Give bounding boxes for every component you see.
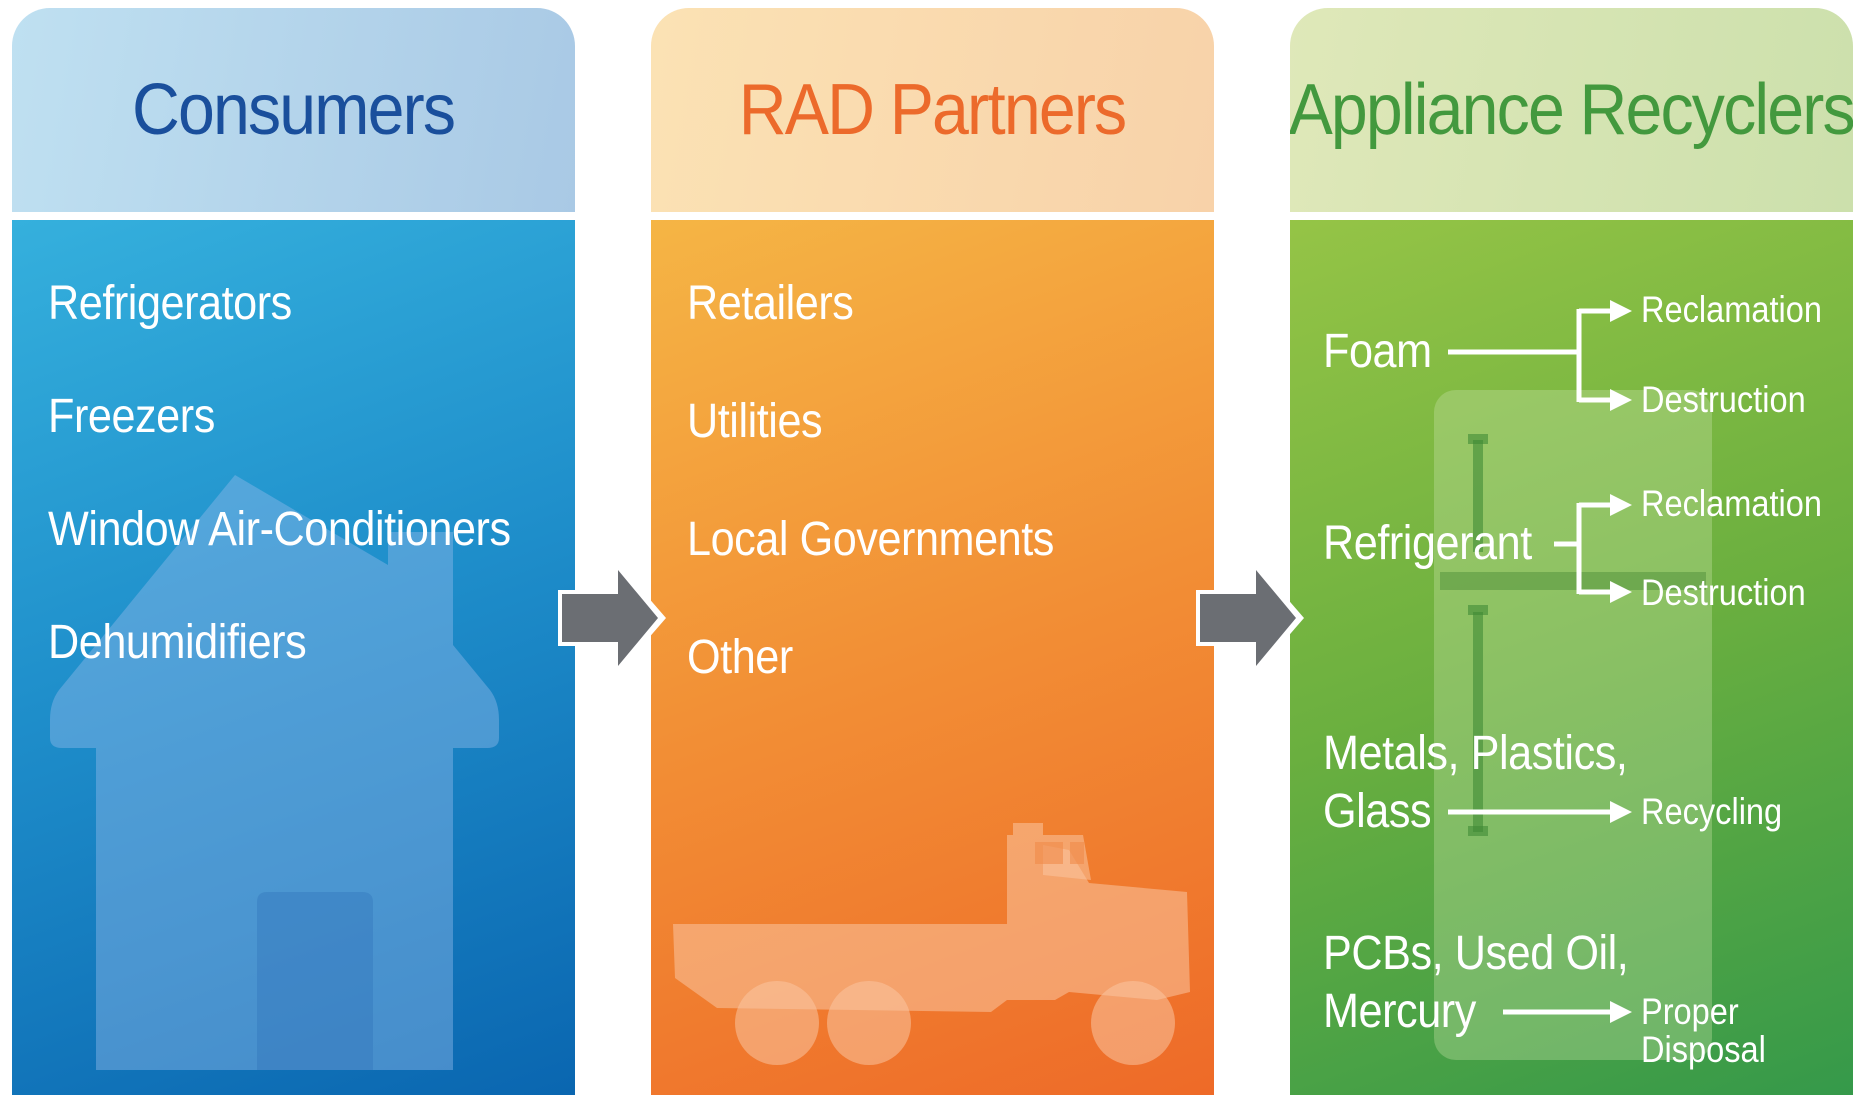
rad-partners-header: RAD Partners — [651, 8, 1214, 212]
header-divider — [651, 212, 1214, 220]
list-item: Utilities — [687, 395, 823, 448]
list-item: Dehumidifiers — [48, 616, 307, 669]
consumers-column: Consumers Refrigerators Freezers Window … — [12, 8, 575, 1095]
header-divider — [12, 212, 575, 220]
list-item: Local Governments — [687, 513, 1054, 566]
flow-arrow-icon — [1196, 558, 1304, 678]
truck-icon — [673, 823, 1190, 1065]
material-pcbs-line: Mercury — [1323, 985, 1476, 1038]
material-metals-line: Metals, Plastics, — [1323, 727, 1628, 780]
flow-arrow-icon — [558, 558, 666, 678]
outcome-label: Destruction — [1641, 379, 1806, 420]
consumers-body: Refrigerators Freezers Window Air-Condit… — [12, 220, 575, 1095]
material-foam: Foam — [1323, 325, 1432, 378]
material-metals-line: Glass — [1323, 785, 1432, 838]
rad-partners-column: RAD Partners Retailers Utilities Local G… — [651, 8, 1214, 1095]
outcome-label: Reclamation — [1641, 289, 1822, 330]
outcome-label: Disposal — [1641, 1029, 1766, 1070]
appliance-recyclers-title: Appliance Recyclers — [1290, 70, 1853, 150]
list-item: Freezers — [48, 390, 215, 443]
outcome-label: Proper — [1641, 991, 1739, 1032]
material-pcbs-line: PCBs, Used Oil, — [1323, 927, 1629, 980]
appliance-recyclers-column: Appliance Recyclers — [1290, 8, 1853, 1095]
consumers-title: Consumers — [132, 70, 456, 150]
refrigerator-icon — [1434, 390, 1712, 1060]
list-item: Window Air-Conditioners — [48, 503, 511, 556]
rad-partners-body: Retailers Utilities Local Governments Ot… — [651, 220, 1214, 1095]
outcome-label: Reclamation — [1641, 483, 1822, 524]
flow-arrows — [1448, 300, 1632, 1023]
header-divider — [1290, 212, 1853, 220]
outcome-label: Destruction — [1641, 572, 1806, 613]
appliance-recyclers-body: Foam Reclamation Destruction Refrigerant… — [1290, 220, 1853, 1095]
list-item: Retailers — [687, 277, 854, 330]
material-refrigerant: Refrigerant — [1323, 517, 1532, 570]
appliance-recyclers-header: Appliance Recyclers — [1290, 8, 1853, 212]
consumers-header: Consumers — [12, 8, 575, 212]
list-item: Refrigerators — [48, 277, 292, 330]
house-icon — [50, 475, 499, 1070]
outcome-label: Recycling — [1641, 791, 1783, 832]
rad-partners-title: RAD Partners — [739, 70, 1127, 150]
list-item: Other — [687, 631, 793, 684]
